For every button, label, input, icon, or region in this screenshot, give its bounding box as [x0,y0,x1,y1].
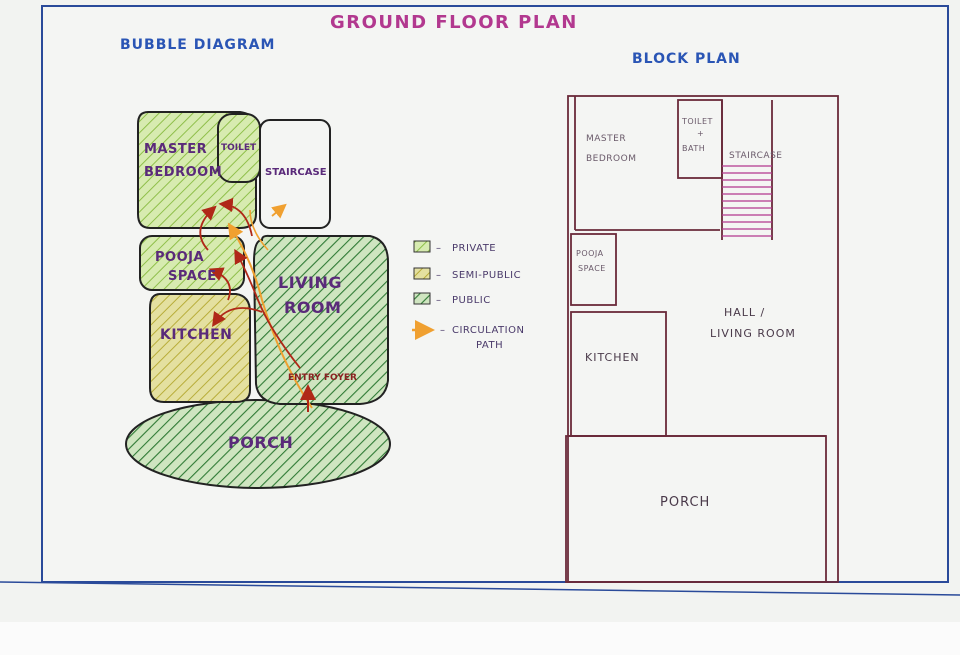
circulation-path-main [227,222,313,409]
legend-circulation-label: CIRCULATION [452,325,524,336]
plan-porch-label: PORCH [660,495,710,510]
plan-pooja [570,233,617,306]
plan-stair-treads [722,165,772,237]
plan-hall-label-1: HALL / [724,306,765,319]
bubble-diagram-heading: BUBBLE DIAGRAM [120,37,275,53]
red-path-bedroom [199,205,217,251]
block-plan-heading: BLOCK PLAN [632,51,741,67]
plan-pooja-label-1: POOJA [576,249,604,258]
legend-private-label: PRIVATE [452,243,496,254]
red-path-pooja [208,267,231,301]
svg-text:–: – [440,325,446,336]
kitchen-bubble [149,293,251,403]
legend-semi-public-label: SEMI-PUBLIC [452,270,521,281]
svg-text:–: – [436,295,442,306]
bubble-porch-label: PORCH [228,433,293,452]
bottom-strip [0,622,960,655]
plan-staircase-label: STAIRCASE [729,151,782,161]
bubble-staircase-label: STAIRCASE [265,167,327,178]
plan-pooja-label-2: SPACE [578,264,606,273]
legend-semi-public-swatch [413,267,431,280]
legend-public-label: PUBLIC [452,295,491,306]
staircase-bubble [259,119,331,229]
bubble-master-label-2: BEDROOM [144,165,222,180]
bubble-entry-foyer-label: ENTRY FOYER [288,373,357,383]
porch-bubble [125,399,391,489]
plan-master-label-2: BEDROOM [586,154,636,164]
bubble-master-label-1: MASTER [144,142,207,157]
red-path-bedroom-2 [218,197,253,237]
plan-master-label-1: MASTER [586,134,626,144]
bubble-toilet-label: TOILET [221,143,257,153]
plan-toilet-label-3: BATH [682,144,705,153]
plan-hall-label-2: LIVING ROOM [710,327,796,340]
bubble-kitchen-label: KITCHEN [160,327,232,343]
circulation-path-side [249,209,269,251]
block-plan [565,95,839,583]
bubble-living-label-1: LIVING [278,273,342,292]
legend-private-swatch [413,240,431,253]
plan-kitchen-label: KITCHEN [585,351,640,364]
drawing-sheet: GROUND FLOOR PLAN BUBBLE DIAGRAM BLOCK P… [0,5,960,596]
sheet-bottom-line [0,581,960,596]
plan-porch [565,435,827,583]
drawing-canvas: GROUND FLOOR PLAN BUBBLE DIAGRAM BLOCK P… [0,5,960,596]
legend-circulation-label-2: PATH [476,340,503,351]
plan-toilet-label-1: TOILET [681,117,713,126]
bubble-pooja-label-1: POOJA [155,250,204,265]
legend-public-swatch [413,292,431,305]
living-room-bubble [252,234,389,405]
svg-text:–: – [436,270,442,281]
plan-toilet-label-2: + [697,129,704,138]
circulation-path-stair [271,203,287,219]
bubble-living-label-2: ROOM [284,298,341,317]
bubble-pooja-label-2: SPACE [168,269,217,284]
page-title: GROUND FLOOR PLAN [330,12,578,33]
svg-text:–: – [436,243,442,254]
red-path-living [234,248,301,369]
red-path-kitchen [212,307,263,327]
